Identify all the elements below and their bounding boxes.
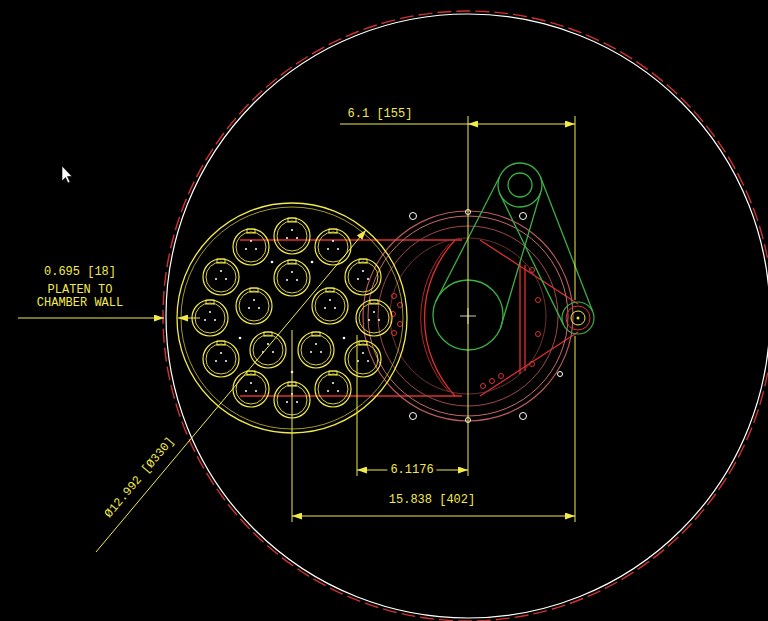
mouse-cursor xyxy=(62,166,72,183)
drive-linkage xyxy=(433,163,593,350)
dimension-label: 15.838 [402] xyxy=(389,494,475,507)
dimension-label: 0.695 [18] xyxy=(44,266,116,279)
note-label: PLATEN TO CHAMBER WALL xyxy=(34,284,126,310)
transfer-arm xyxy=(240,240,578,396)
dimension-lines xyxy=(18,116,575,552)
chamber-wall xyxy=(163,11,768,621)
diameter-label: Ø12.992 [Ø330] xyxy=(100,432,180,523)
dimension-label: 6.1 [155] xyxy=(348,108,413,121)
dimension-label: 6.1176 xyxy=(387,463,436,478)
pivot-bearing xyxy=(562,302,594,334)
